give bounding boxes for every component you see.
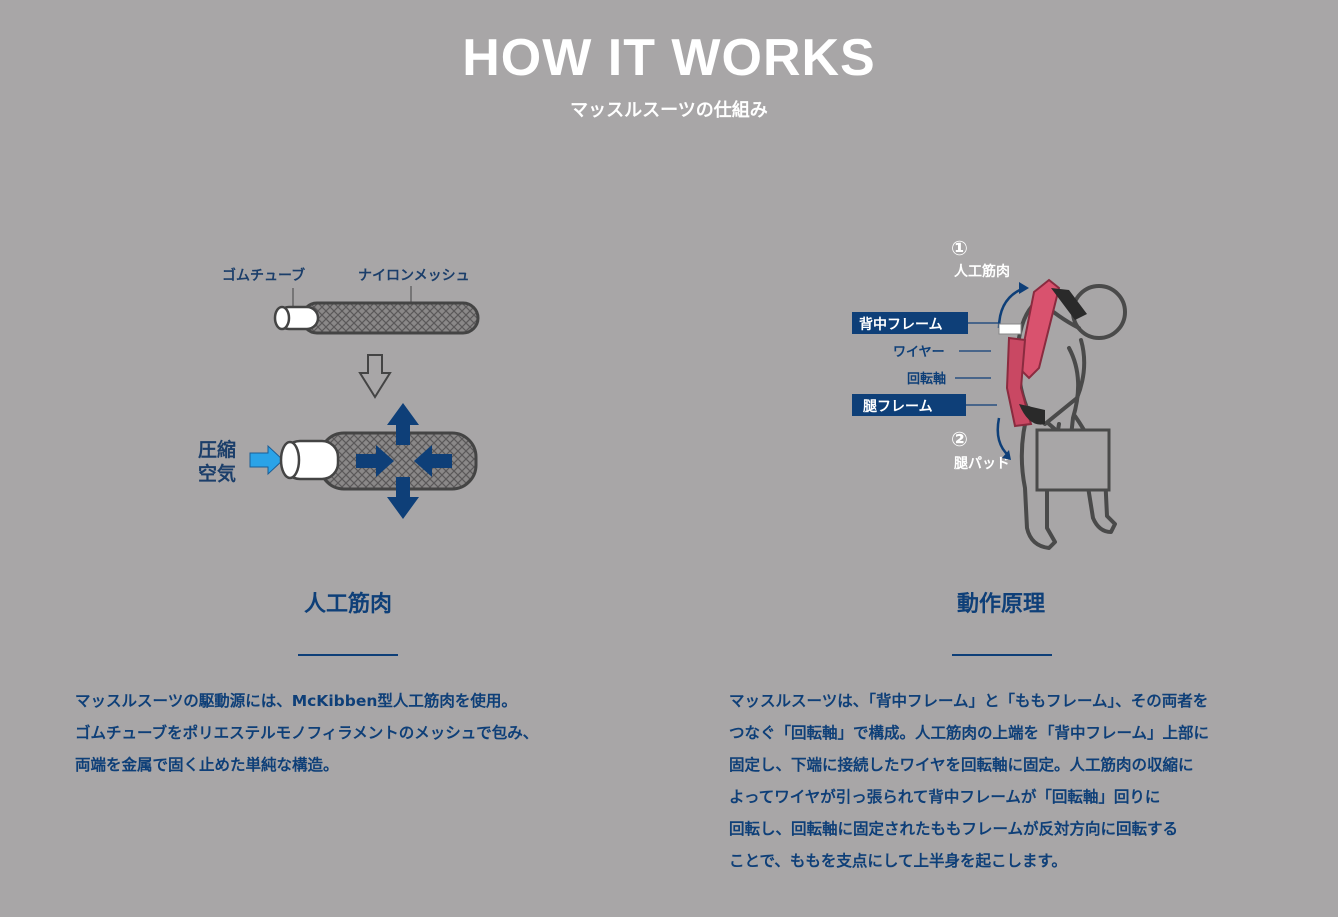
wire-callout: ワイヤー (893, 345, 945, 360)
description-line: ことで、ももを支点にして上半身を起こします。 (729, 852, 1067, 870)
suit-frames (998, 278, 1087, 428)
description-line: 回転し、回転軸に固定されたももフレームが反対方向に回転する (729, 820, 1179, 838)
description-line: つなぐ「回転軸」で構成。人工筋肉の上端を「背中フレーム」上部に (729, 724, 1210, 742)
operating-principle-heading: 動作原理 (956, 592, 1045, 617)
thigh-pad-callout: 腿パッド (954, 456, 1010, 472)
rotation-axis-callout: 回転軸 (907, 371, 946, 387)
artificial-muscle-callout: 人工筋肉 (954, 263, 1010, 280)
artificial-muscle-heading-rule (298, 654, 398, 656)
description-line: 両端を金属で固く止めた単純な構造。 (75, 756, 339, 774)
thigh-frame-tag (852, 394, 966, 416)
carried-box (1035, 428, 1111, 492)
description-line: ゴムチューブをポリエステルモノフィラメントのメッシュで包み、 (75, 724, 539, 742)
thigh-frame-callout: 腿フレーム (863, 399, 933, 415)
description-line: 固定し、下端に接続したワイヤを回転軸に固定。人工筋肉の収縮に (729, 756, 1194, 774)
nylon-mesh-label: ナイロンメッシュ (358, 268, 470, 284)
operating-principle-description: マッスルスーツは、「背中フレーム」と「ももフレーム」、その両者を つなぐ「回転軸… (729, 685, 1209, 877)
number-1-label: ① (951, 236, 968, 260)
artificial-muscle-heading: 人工筋肉 (303, 592, 392, 617)
muscle-suit-diagram: ① 人工筋肉 背中フレーム ワイヤー 回転軸 腿フレーム ② 腿パッド (852, 236, 1127, 550)
description-line: マッスルスーツは、「背中フレーム」と「ももフレーム」、その両者を (729, 692, 1209, 710)
description-line: マッスルスーツの駆動源には、McKibben型人工筋肉を使用。 (75, 692, 517, 710)
rubber-tube-label: ゴムチューブ (222, 267, 305, 284)
back-frame-tag (852, 312, 968, 334)
rotation-arrow-up-icon (997, 286, 1025, 329)
page-title: HOW IT WORKS (462, 29, 876, 87)
air-inflow-arrow-icon (249, 444, 284, 476)
back-frame-callout: 背中フレーム (859, 316, 943, 333)
artificial-muscle-diagram: ゴムチューブ ナイロンメッシュ 圧縮 空気 (198, 267, 480, 519)
force-arrows-icon (356, 403, 452, 519)
description-line: よってワイヤが引っ張られて背中フレームが「回転軸」回りに (729, 788, 1161, 806)
down-arrow-icon (358, 354, 392, 399)
relaxed-muscle-tube (273, 301, 480, 335)
page-subtitle: マッスルスーツの仕組み (570, 100, 768, 121)
rotation-arrow-down-icon (996, 417, 1010, 457)
operating-principle-heading-rule (952, 654, 1052, 656)
compressed-air-label-2: 空気 (198, 462, 236, 485)
artificial-muscle-description: マッスルスーツの駆動源には、McKibben型人工筋肉を使用。 ゴムチューブをポ… (75, 685, 538, 781)
inflated-muscle-tube (279, 431, 478, 491)
compressed-air-label-1: 圧縮 (198, 438, 236, 461)
number-2-label: ② (951, 427, 968, 451)
